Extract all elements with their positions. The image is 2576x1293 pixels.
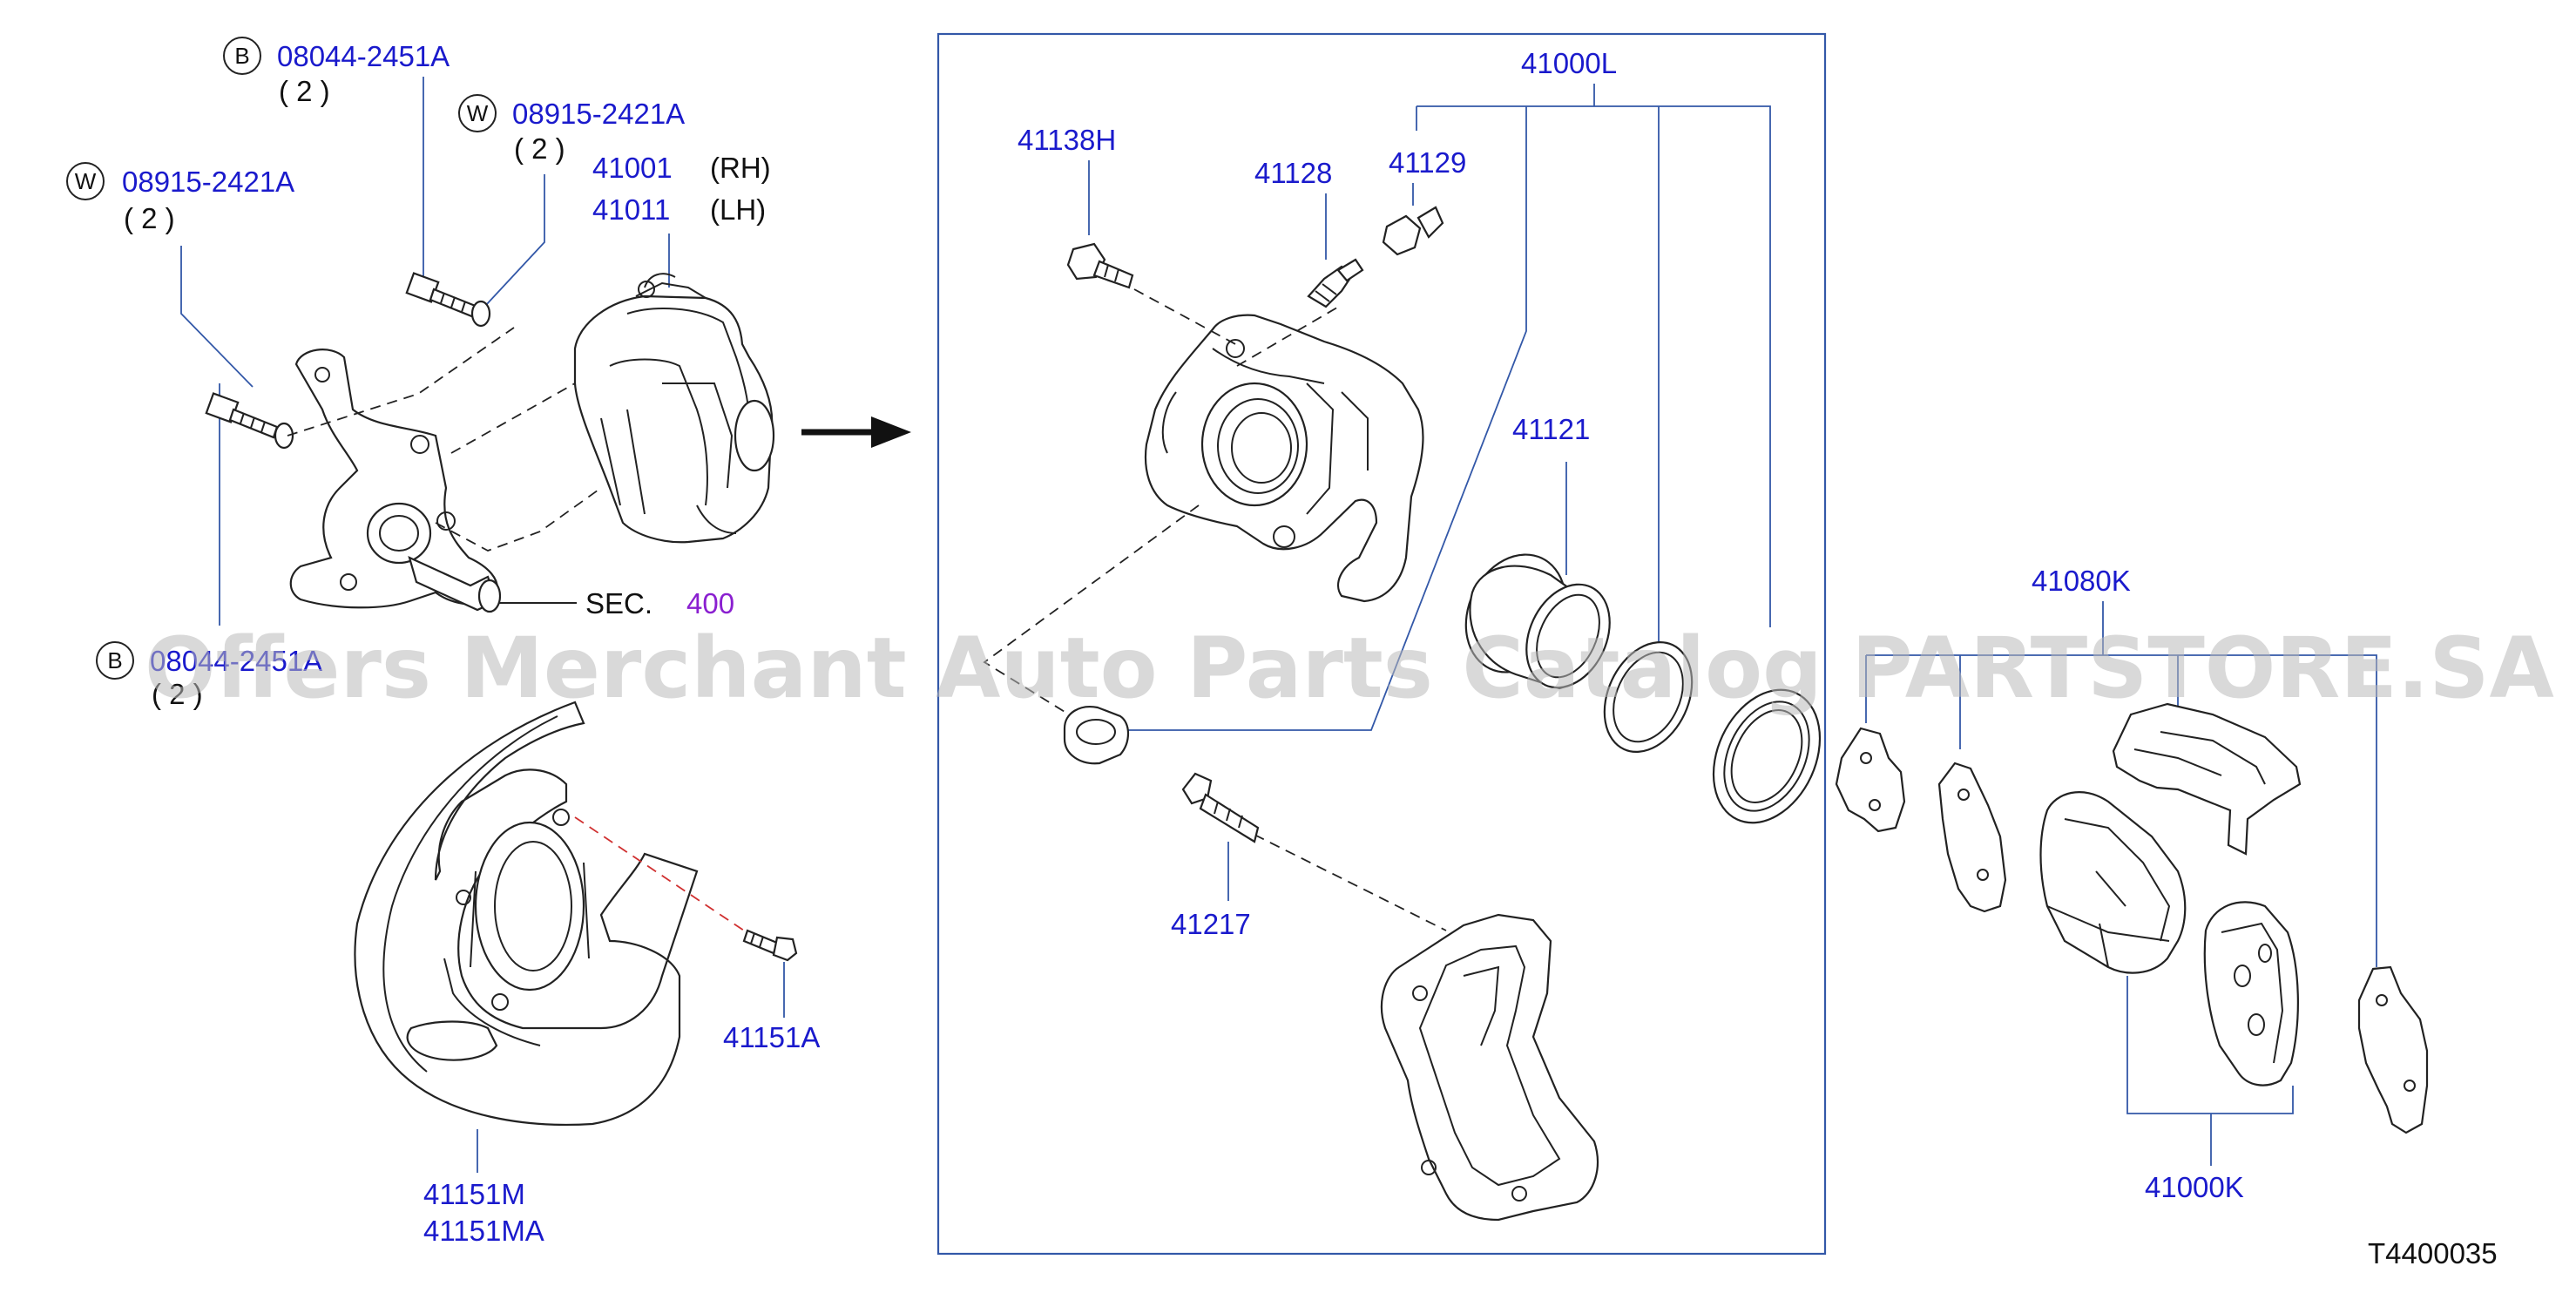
badge-w-icon	[458, 94, 497, 132]
piston-part-label[interactable]: 41121	[1512, 413, 1590, 445]
part-number-label[interactable]: 08044-2451A	[150, 645, 322, 677]
badge-b-icon	[96, 641, 134, 680]
badge-b-icon	[223, 37, 261, 75]
pin-bolt-drawing	[1181, 772, 1260, 843]
brake-pad-drawing	[2039, 791, 2187, 974]
badge-letter: B	[107, 647, 122, 674]
bleeder-screw-part-label[interactable]: 41128	[1254, 157, 1332, 189]
bleeder-cap-drawing	[1066, 242, 1134, 289]
dashed-guide	[287, 327, 515, 437]
pad-kit-part-label[interactable]: 41000K	[2145, 1171, 2244, 1203]
caliper-lh-part-label[interactable]: 41011	[592, 193, 670, 226]
washer-drawing	[470, 300, 491, 328]
badge-w-icon	[66, 162, 105, 200]
caliper-body-drawing	[1144, 314, 1424, 603]
caliper-lh-side-label: (LH)	[710, 193, 766, 226]
caliper-assembly-frame	[936, 32, 1827, 1256]
bolt-b-bottom-callout[interactable]: B 08044-2451A ( 2 )	[96, 641, 322, 710]
caliper-rh-part-label[interactable]: 41001	[592, 152, 673, 184]
bolt-left-drawing	[205, 392, 279, 439]
caliper-assembly-drawing	[573, 273, 775, 544]
dashed-guide	[450, 382, 576, 454]
baffle-bolt-drawing	[742, 929, 798, 962]
pad-shim-drawing	[1937, 762, 2007, 913]
steering-knuckle-drawing	[289, 349, 502, 613]
diagram-code-label: T4400035	[2368, 1237, 2498, 1269]
pad-shim-drawing	[2357, 965, 2429, 1134]
piston-drawing	[1464, 553, 1611, 690]
part-number-label[interactable]: 08044-2451A	[277, 40, 450, 72]
caliper-rh-side-label: (RH)	[710, 152, 771, 184]
part-number-label[interactable]: 08915-2421A	[122, 166, 294, 198]
watermark-text: Offers Merchant Auto Parts Catalog PARTS…	[145, 619, 2554, 717]
quantity-label: ( 2 )	[279, 75, 330, 107]
anti-rattle-clip-drawing	[2112, 702, 2302, 856]
leader-line	[1866, 654, 2377, 967]
pad-shim-drawing	[1835, 727, 1906, 833]
dashed-guide	[1254, 834, 1447, 931]
bleeder-cap-part-label[interactable]: 41138H	[1018, 124, 1116, 156]
leader-line	[180, 246, 254, 388]
caliper-kit-part-label[interactable]: 41000L	[1521, 47, 1617, 79]
bleeder-screw-drawing	[1307, 258, 1364, 308]
rubber-bushing-drawing	[1063, 706, 1130, 765]
caliper-rh-lh-callout[interactable]: 41001 (RH) 41011 (LH)	[592, 152, 771, 226]
baffle-plate-part-label[interactable]: 41151M	[423, 1178, 525, 1210]
leader-line	[1124, 106, 1527, 731]
quantity-label: ( 2 )	[514, 132, 565, 165]
washer-w-left-callout[interactable]: W 08915-2421A ( 2 )	[66, 162, 294, 234]
badge-letter: W	[467, 100, 489, 126]
right-arrow-icon	[801, 416, 911, 448]
section-reference[interactable]: SEC. 400	[585, 587, 734, 619]
section-prefix-label: SEC.	[585, 587, 652, 619]
dashed-guide	[574, 816, 750, 935]
quantity-label: ( 2 )	[124, 202, 175, 234]
section-number-link[interactable]: 400	[686, 587, 734, 619]
bolt-top-drawing	[405, 272, 479, 319]
bleeder-cap-small-part-label[interactable]: 41129	[1389, 146, 1466, 179]
dust-boot-drawing	[1712, 688, 1822, 824]
badge-letter: W	[75, 168, 97, 194]
washer-drawing	[274, 422, 294, 450]
leader-line	[1416, 105, 1771, 627]
baffle-plate-alt-part-label[interactable]: 41151MA	[423, 1215, 544, 1247]
leader-line	[2126, 976, 2294, 1114]
pin-bolt-part-label[interactable]: 41217	[1171, 908, 1251, 940]
dashed-guide	[1133, 288, 1238, 346]
caliper-bracket-drawing	[1380, 913, 1599, 1222]
baffle-plate-drawing	[354, 701, 699, 1127]
washer-w-right-callout[interactable]: W 08915-2421A ( 2 )	[458, 94, 685, 165]
pad-hardware-part-label[interactable]: 41080K	[2032, 565, 2131, 597]
part-number-label[interactable]: 08915-2421A	[512, 98, 685, 130]
leader-line	[485, 174, 545, 306]
bleeder-cap-small-drawing	[1382, 206, 1444, 256]
badge-letter: B	[234, 43, 249, 69]
piston-seal-drawing	[1603, 641, 1694, 753]
brake-pad-drawing	[2203, 901, 2299, 1087]
baffle-bolt-part-label[interactable]: 41151A	[723, 1021, 820, 1053]
dashed-guide	[435, 487, 602, 552]
bolt-b-top-callout[interactable]: B 08044-2451A ( 2 )	[223, 37, 450, 107]
dashed-guide	[1236, 304, 1342, 367]
dashed-guide	[983, 504, 1200, 722]
quantity-label: ( 2 )	[152, 678, 203, 710]
